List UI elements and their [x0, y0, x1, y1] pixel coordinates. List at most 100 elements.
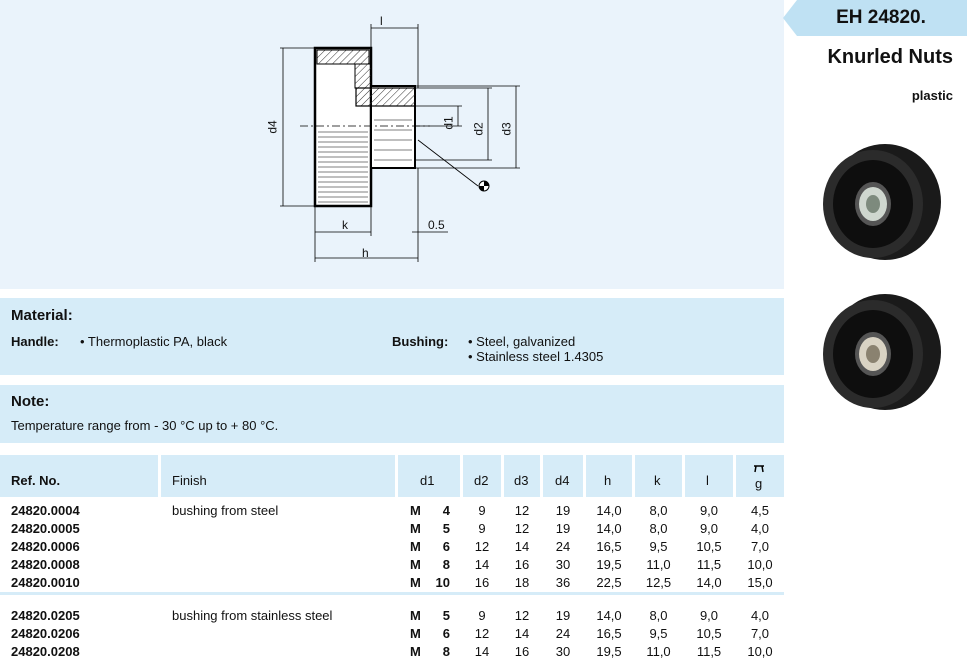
- cell-h: 14,0: [596, 503, 622, 518]
- cell-d2: 12: [474, 539, 490, 554]
- cell-h: 16,5: [596, 539, 622, 554]
- dim-d1-label: d1: [441, 116, 456, 130]
- material-heading: Material:: [11, 307, 73, 324]
- cell-d4: 24: [555, 626, 571, 641]
- thread-m: M: [410, 521, 421, 536]
- group-separator: [0, 592, 784, 595]
- material-box: [0, 298, 784, 375]
- th-d3-bg: [504, 455, 540, 497]
- cell-g: 7,0: [750, 539, 770, 554]
- cell-l: 10,5: [696, 626, 722, 641]
- cell-k: 8,0: [649, 503, 668, 518]
- thread-m: M: [410, 644, 421, 659]
- cell-d2: 16: [474, 575, 490, 590]
- th-ref-bg: [0, 455, 158, 497]
- th-g: g: [755, 476, 763, 491]
- bushing-label: Bushing:: [392, 334, 449, 349]
- header-tab: [797, 0, 967, 36]
- th-k-bg: [635, 455, 682, 497]
- ref-no: 24820.0004: [11, 503, 80, 518]
- cell-d4: 19: [555, 521, 571, 536]
- th-ref: Ref. No.: [11, 473, 61, 488]
- knurled-nut-section-drawing: [280, 24, 520, 262]
- thread-size: 5: [442, 608, 450, 623]
- cell-l: 9,0: [699, 503, 719, 518]
- cell-h: 14,0: [596, 521, 622, 536]
- cell-h: 22,5: [596, 575, 622, 590]
- cell-k: 8,0: [649, 608, 668, 623]
- cell-d3: 12: [514, 503, 530, 518]
- ref-no: 24820.0006: [11, 539, 80, 554]
- thread-size: 6: [442, 626, 450, 641]
- cell-d3: 12: [514, 521, 530, 536]
- header-tab-arrow: [783, 0, 797, 36]
- cell-h: 19,5: [596, 644, 622, 659]
- note-text: Temperature range from - 30 °C up to + 8…: [11, 418, 279, 433]
- dim-l-label: l: [380, 14, 383, 28]
- bushing-value-steel: • Steel, galvanized: [468, 334, 576, 349]
- th-k: k: [654, 473, 661, 488]
- th-d1: d1: [420, 473, 435, 488]
- handle-value: • Thermoplastic PA, black: [80, 334, 228, 349]
- cell-l: 11,5: [696, 557, 722, 572]
- cell-d3: 16: [514, 557, 530, 572]
- technical-drawing: l d4 d1 d2 d3 k h 0.5: [0, 0, 784, 289]
- ref-no: 24820.0208: [11, 644, 80, 659]
- product-subtitle: plastic: [911, 88, 953, 103]
- cell-g: 10,0: [747, 644, 773, 659]
- bushing-value-stainless: • Stainless steel 1.4305: [468, 349, 604, 364]
- cell-h: 19,5: [596, 557, 622, 572]
- handle-label: Handle:: [11, 334, 59, 349]
- cell-k: 12,5: [645, 575, 672, 590]
- dim-h-label: h: [362, 246, 369, 260]
- th-l: l: [706, 473, 709, 488]
- cell-g: 4,0: [750, 608, 770, 623]
- cell-d2: 9: [478, 521, 486, 536]
- finish: bushing from stainless steel: [172, 608, 333, 623]
- cell-d3: 14: [514, 539, 530, 554]
- cell-k: 9,5: [649, 626, 668, 641]
- thread-size: 5: [442, 521, 450, 536]
- weight-icon: [754, 465, 764, 473]
- th-g-bg: [736, 455, 784, 497]
- cell-d2: 14: [474, 644, 490, 659]
- ref-no: 24820.0010: [11, 575, 80, 590]
- th-finish-bg: [161, 455, 395, 497]
- cell-d4: 19: [555, 503, 571, 518]
- cell-h: 14,0: [596, 608, 622, 623]
- cell-g: 4,5: [750, 503, 770, 518]
- cell-d4: 30: [555, 557, 571, 572]
- th-d1-bg: [398, 455, 460, 497]
- thread-m: M: [410, 539, 421, 554]
- thread-size: 8: [442, 557, 450, 572]
- product-photo-stainless: [823, 294, 941, 410]
- th-finish: Finish: [172, 473, 207, 488]
- th-l-bg: [685, 455, 733, 497]
- th-d2-bg: [463, 455, 501, 497]
- cell-h: 16,5: [596, 626, 622, 641]
- note-heading: Note:: [11, 393, 50, 410]
- th-h: h: [604, 473, 612, 488]
- product-code: EH 24820.: [836, 7, 926, 28]
- cell-g: 7,0: [750, 626, 770, 641]
- cell-l: 9,0: [699, 521, 719, 536]
- dim-d4-label: d4: [265, 120, 280, 134]
- cell-d4: 30: [555, 644, 571, 659]
- product-title: Knurled Nuts: [827, 46, 953, 68]
- cell-d4: 36: [555, 575, 571, 590]
- ref-no: 24820.0005: [11, 521, 80, 536]
- thread-size: 10: [435, 575, 450, 590]
- cell-k: 11,0: [646, 644, 671, 659]
- cell-g: 15,0: [747, 575, 773, 590]
- cell-d3: 12: [514, 608, 530, 623]
- thread-m: M: [410, 626, 421, 641]
- finish: bushing from steel: [172, 503, 279, 518]
- cell-g: 10,0: [747, 557, 773, 572]
- dim-d3-label: d3: [499, 122, 514, 136]
- cell-d2: 9: [478, 608, 486, 623]
- cell-d2: 14: [474, 557, 490, 572]
- dim-d2-label: d2: [471, 122, 486, 136]
- cell-d2: 9: [478, 503, 486, 518]
- note-box: [0, 385, 784, 443]
- thread-size: 4: [442, 503, 450, 518]
